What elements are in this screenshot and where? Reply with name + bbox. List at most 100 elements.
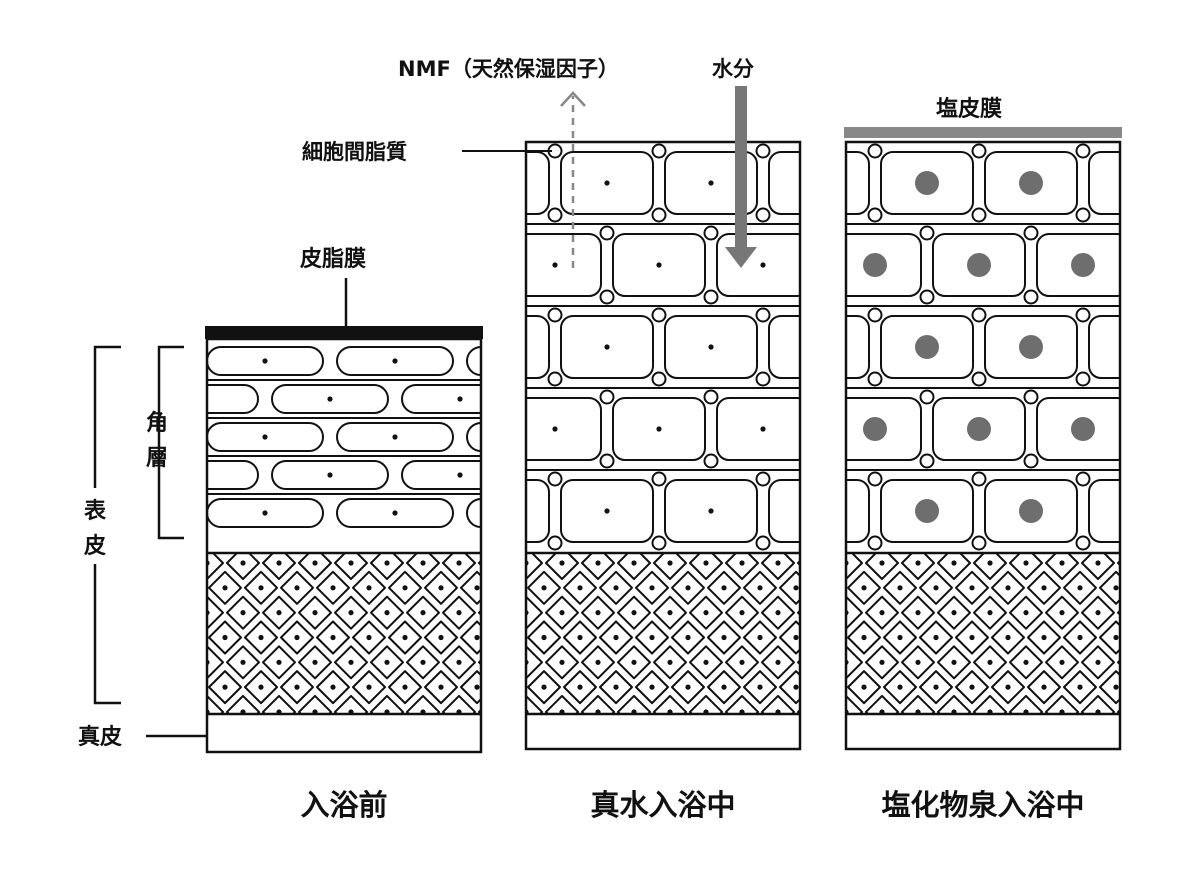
spinous-nucleus <box>987 610 993 616</box>
salt-nucleus <box>915 171 939 195</box>
spinous-cell <box>209 721 241 753</box>
spinous-nucleus <box>330 734 335 739</box>
spinous-cell <box>461 721 493 753</box>
spinous-cell <box>581 694 615 714</box>
spinous-cell <box>406 553 440 580</box>
spinous-nucleus <box>505 635 510 640</box>
spinous-nucleus <box>312 659 318 665</box>
spinous-nucleus <box>541 684 547 690</box>
spinous-cell <box>761 553 795 580</box>
spinous-cell <box>1099 620 1120 655</box>
spinous-cell <box>725 553 759 580</box>
panel-outline <box>524 140 802 751</box>
spinous-nucleus <box>775 610 781 616</box>
lipid-droplet <box>817 455 830 468</box>
spinous-nucleus <box>330 634 336 641</box>
spinous-cell <box>846 595 863 630</box>
spinous-cell <box>478 559 481 567</box>
spinous-cell <box>1099 570 1120 605</box>
spinous-nucleus <box>1059 560 1065 566</box>
lipid-droplet <box>971 307 987 323</box>
spinous-nucleus <box>348 610 354 616</box>
spinous-cell <box>492 621 524 653</box>
cell-nucleus <box>708 344 714 350</box>
spinous-nucleus <box>240 560 246 566</box>
chloride-film-label: 塩皮膜 <box>936 96 1002 122</box>
spinous-nucleus <box>933 634 939 641</box>
lipid-droplet <box>755 471 771 487</box>
lipid-droplet <box>599 453 615 469</box>
spinous-nucleus <box>1059 610 1065 616</box>
spinous-nucleus <box>861 585 867 591</box>
spinous-nucleus <box>1095 659 1101 665</box>
lipid-droplet <box>547 371 563 387</box>
spinous-cell <box>492 671 524 703</box>
caption-before-bath: 入浴前 <box>300 788 387 822</box>
spinous-nucleus <box>1059 659 1065 665</box>
spinous-nucleus <box>879 610 885 616</box>
spinous-cell <box>653 694 687 714</box>
cell-nucleus <box>812 180 817 185</box>
spinous-cell <box>526 553 543 580</box>
spinous-nucleus <box>168 709 173 714</box>
salt-nucleus <box>1123 335 1147 359</box>
lipid-droplet <box>867 371 883 387</box>
spinous-layer <box>155 553 497 753</box>
lipid-droplet <box>497 455 510 468</box>
spinous-nucleus <box>1005 634 1011 641</box>
spinous-nucleus <box>438 734 443 739</box>
spinous-nucleus <box>384 560 390 566</box>
spinous-nucleus <box>492 560 497 565</box>
spinous-nucleus <box>667 610 673 616</box>
spinous-cell <box>812 621 844 653</box>
salt-nucleus <box>863 417 887 441</box>
lipid-droplet <box>393 291 406 304</box>
spinous-nucleus <box>348 560 354 566</box>
corneocyte-cell <box>768 151 800 215</box>
spinous-cell <box>442 553 476 580</box>
lipid-droplet <box>651 143 667 159</box>
spinous-nucleus <box>456 610 462 616</box>
salt-nucleus <box>1019 499 1043 523</box>
spinous-cell <box>425 721 457 753</box>
spinous-cell <box>406 694 440 714</box>
cell-nucleus <box>457 396 463 402</box>
spinous-nucleus <box>384 659 390 665</box>
lipid-droplet <box>919 289 935 305</box>
spinous-nucleus <box>474 684 480 690</box>
spinous-cell <box>353 721 385 753</box>
salt-nucleus <box>1019 335 1043 359</box>
lipid-droplet <box>547 471 563 487</box>
dermis-label: 真皮 <box>78 724 122 750</box>
spinous-nucleus <box>222 684 228 690</box>
corneocyte-cell <box>526 233 602 297</box>
corneocyte-cell <box>207 384 259 414</box>
nmf-arrow <box>560 91 586 268</box>
spinous-nucleus <box>825 585 830 590</box>
spinous-nucleus <box>1149 734 1154 739</box>
spinous-nucleus <box>559 560 565 566</box>
lipid-droplet <box>867 535 883 551</box>
spinous-nucleus <box>825 635 830 640</box>
spinous-nucleus <box>1005 684 1011 690</box>
spinous-nucleus <box>807 660 812 665</box>
spinous-cell <box>779 620 800 655</box>
lipid-droplet <box>445 145 458 158</box>
spinous-nucleus <box>703 610 709 616</box>
spinous-nucleus <box>330 684 336 690</box>
lipid-droplet <box>1075 207 1091 223</box>
spinous-nucleus <box>793 585 799 591</box>
spinous-cell <box>173 572 205 604</box>
spinous-nucleus <box>829 685 834 690</box>
corneocyte-cell <box>846 479 870 543</box>
spinous-nucleus <box>879 560 885 566</box>
spinous-cell <box>1117 658 1120 666</box>
spinous-cell <box>262 553 296 580</box>
panel-fresh-water-bath <box>393 86 834 751</box>
spinous-nucleus <box>757 734 762 739</box>
spinous-cell <box>155 696 187 728</box>
lipid-droplet <box>919 225 935 241</box>
sebum-film-label: 皮脂膜 <box>300 246 366 272</box>
stratum-corneum-label-1: 角 <box>146 410 168 436</box>
corneocyte-cell <box>466 346 481 376</box>
